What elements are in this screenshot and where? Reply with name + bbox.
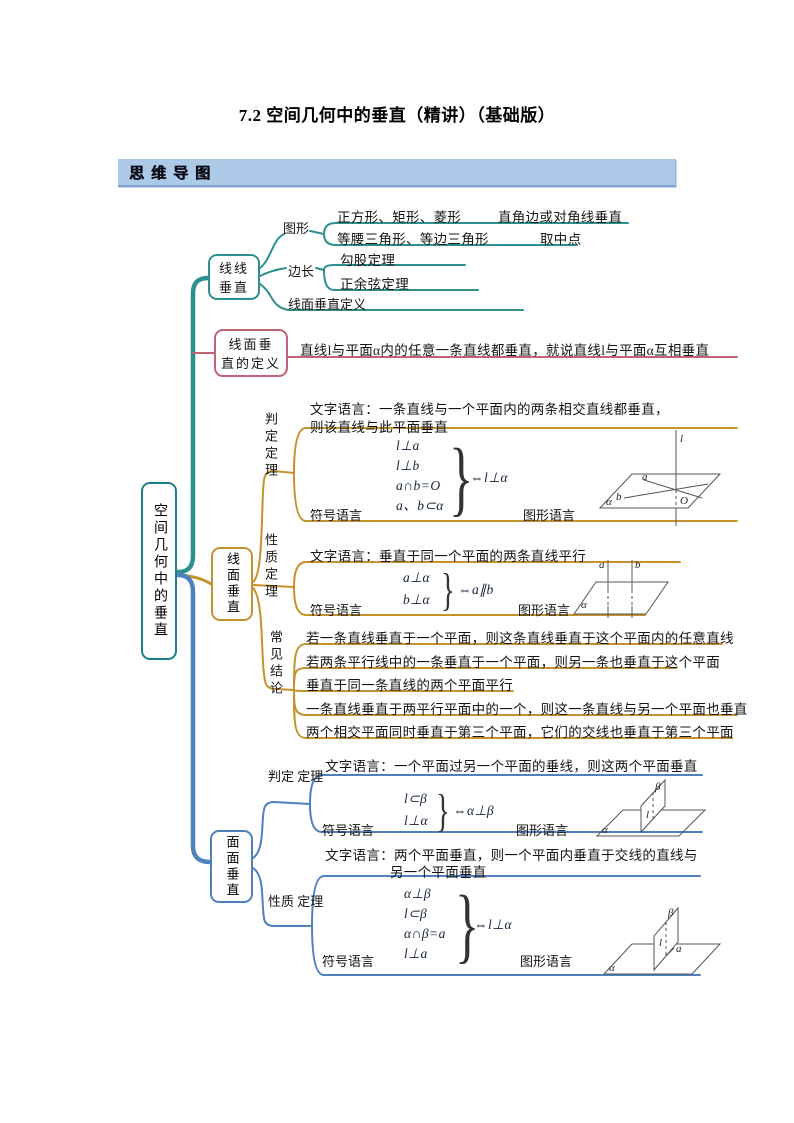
node-line-plane-label: 线面垂直 <box>225 552 240 616</box>
lp-prop-conclusion: ⇔a∥b <box>458 582 494 597</box>
diagram-label-a: a <box>599 559 605 571</box>
shape-item-1-method: 直角边或对角线垂直 <box>498 210 623 225</box>
shape-item-2-method: 取中点 <box>540 232 582 247</box>
shape-item-2: 等腰三角形、等边三角形 <box>337 232 489 247</box>
condition: l⊥α <box>404 813 429 828</box>
diagram-label-l: l <box>680 433 683 445</box>
section-banner: 思维导图 <box>118 159 676 187</box>
lp-judge-conclusion: ⇔l⊥α <box>470 470 509 485</box>
root-node: 空间几何中的垂直 <box>141 482 177 660</box>
pp-prop-label-1: 性质 <box>268 894 295 909</box>
pp-judge-wenzi: 文字语言：一个平面过另一个平面的垂线，则这两个平面垂直 <box>325 759 698 774</box>
diagram-plane-perp-plane: β l α <box>595 778 707 837</box>
diagram-label-alpha: α <box>581 599 587 611</box>
bianchang-item-1: 勾股定理 <box>340 253 396 268</box>
conclusion-item-1: 若一条直线垂直于一个平面，则这条直线垂直于这个平面内的任意直线 <box>306 631 734 646</box>
condition: b⊥α <box>403 592 431 607</box>
condition: l⊥a <box>404 946 428 961</box>
node-line-line-label-2: 垂直 <box>218 280 249 295</box>
label-judge-theorem: 判定定理 <box>263 412 278 480</box>
pp-judge-label-1: 判定 <box>268 769 295 784</box>
label-property-theorem: 性质定理 <box>263 533 278 601</box>
diagram-label-beta: β <box>667 907 674 919</box>
diagram-two-perp-lines: a b α <box>573 559 669 618</box>
condition: α⊥β <box>404 886 432 901</box>
diagram-label-beta: β <box>654 781 661 793</box>
pp-prop-conclusion: ⇔l⊥α <box>474 917 513 932</box>
diagram-label-alpha: α <box>602 824 608 836</box>
bianchang-item-2: 正余弦定理 <box>340 277 409 292</box>
label-common-conclusions: 常见结论 <box>268 630 283 698</box>
node-line-plane-definition: 线面垂 直的定义 <box>214 329 288 377</box>
node-line-plane-def-label-2: 直的定义 <box>220 356 281 371</box>
lp-judge-conditions: l⊥a l⊥b a∩b=O a、b⊂α <box>396 436 444 516</box>
label-judge-theorem-pp: 判定 定理 <box>268 769 323 784</box>
diagram-line-perp-plane: l a b O α <box>598 430 722 526</box>
lp-judge-wenzi-1: 文字语言：一条直线与一个平面内的两条相交直线都垂直， <box>310 402 669 417</box>
diagram-plane-plane-property: β l a α <box>602 906 722 975</box>
lp-prop-wenzi: 文字语言：垂直于同一个平面的两条直线平行 <box>310 549 586 564</box>
brace: } <box>441 564 455 615</box>
diagram-label-b: b <box>635 559 641 571</box>
label-bianchang: 边长 <box>288 264 315 279</box>
label-fuhao: 符号语言 <box>322 823 375 838</box>
pp-prop-conditions: α⊥β l⊂β α∩β=a l⊥a <box>404 884 446 964</box>
condition: α∩β=a <box>404 926 446 941</box>
pp-judge-conclusion: ⇔α⊥β <box>453 803 495 818</box>
node-line-line-label-1: 线线 <box>218 261 249 276</box>
condition: a∩b=O <box>396 478 441 493</box>
lp-prop-conditions: a⊥α b⊥α <box>403 567 430 611</box>
pp-prop-wenzi-1: 文字语言：两个平面垂直，则一个平面内垂直于交线的直线与 <box>325 848 698 863</box>
diagram-label-alpha: α <box>606 496 612 508</box>
label-fuhao: 符号语言 <box>310 508 363 523</box>
diagram-label-l: l <box>646 809 649 821</box>
brace: } <box>436 785 450 836</box>
label-property-theorem-pp: 性质 定理 <box>268 894 323 909</box>
conclusion-item-2: 若两条平行线中的一条垂直于一个平面，则另一条也垂直于这个平面 <box>306 655 720 670</box>
condition: l⊥b <box>396 458 420 473</box>
label-fuhao: 符号语言 <box>322 954 375 969</box>
section-banner-label: 思维导图 <box>129 165 218 182</box>
label-tuxing-yuyan: 图形语言 <box>523 508 576 523</box>
condition: a、b⊂α <box>396 498 444 513</box>
diagram-label-O: O <box>680 495 688 507</box>
label-fuhao: 符号语言 <box>310 603 363 618</box>
lp-judge-wenzi-2: 则该直线与此平面垂直 <box>310 420 448 435</box>
node-line-plane-def-label-1: 线面垂 <box>228 337 274 352</box>
pp-judge-label-2: 定理 <box>297 769 324 784</box>
node-plane-plane: 面面垂直 <box>210 830 253 903</box>
condition: a⊥α <box>403 570 431 585</box>
brace: } <box>455 879 480 972</box>
root-node-label: 空间几何中的垂直 <box>152 503 167 639</box>
node-line-plane: 线面垂直 <box>211 547 253 621</box>
condition: l⊂β <box>404 791 428 806</box>
condition: l⊂β <box>404 906 428 921</box>
pp-prop-label-2: 定理 <box>297 894 324 909</box>
pp-judge-conditions: l⊂β l⊥α <box>404 788 428 832</box>
label-tuxing-yuyan: 图形语言 <box>520 954 573 969</box>
node-plane-plane-label: 面面垂直 <box>224 834 240 899</box>
diagram-label-a: a <box>676 943 682 955</box>
label-tuxing-yuyan: 图形语言 <box>516 823 569 838</box>
shape-item-1: 正方形、矩形、菱形 <box>337 210 462 225</box>
conclusion-item-4: 一条直线垂直于两平行平面中的一个，则这一条直线与另一个平面也垂直 <box>306 702 748 717</box>
conclusion-item-5: 两个相交平面同时垂直于第三个平面，它们的交线也垂直于第三个平面 <box>306 725 734 740</box>
label-tuxing-yuyan: 图形语言 <box>518 603 571 618</box>
condition: l⊥a <box>396 438 420 453</box>
node-line-line: 线线 垂直 <box>208 254 260 300</box>
line-plane-definition-text: 直线l与平面α内的任意一条直线都垂直，就说直线l与平面α互相垂直 <box>300 343 710 358</box>
diagram-label-b: b <box>616 491 622 503</box>
pp-prop-wenzi-2: 另一个平面垂直 <box>390 865 487 880</box>
diagram-label-a: a <box>642 471 648 483</box>
conclusion-item-3: 垂直于同一条直线的两个平面平行 <box>306 678 513 693</box>
label-tuxing: 图形 <box>283 221 310 236</box>
page-title: 7.2 空间几何中的垂直（精讲）（基础版） <box>238 106 556 125</box>
brace: } <box>449 432 474 525</box>
label-xianmian-dingyi: 线面垂直定义 <box>288 297 367 312</box>
diagram-label-l: l <box>659 937 662 949</box>
diagram-label-alpha: α <box>609 962 615 974</box>
